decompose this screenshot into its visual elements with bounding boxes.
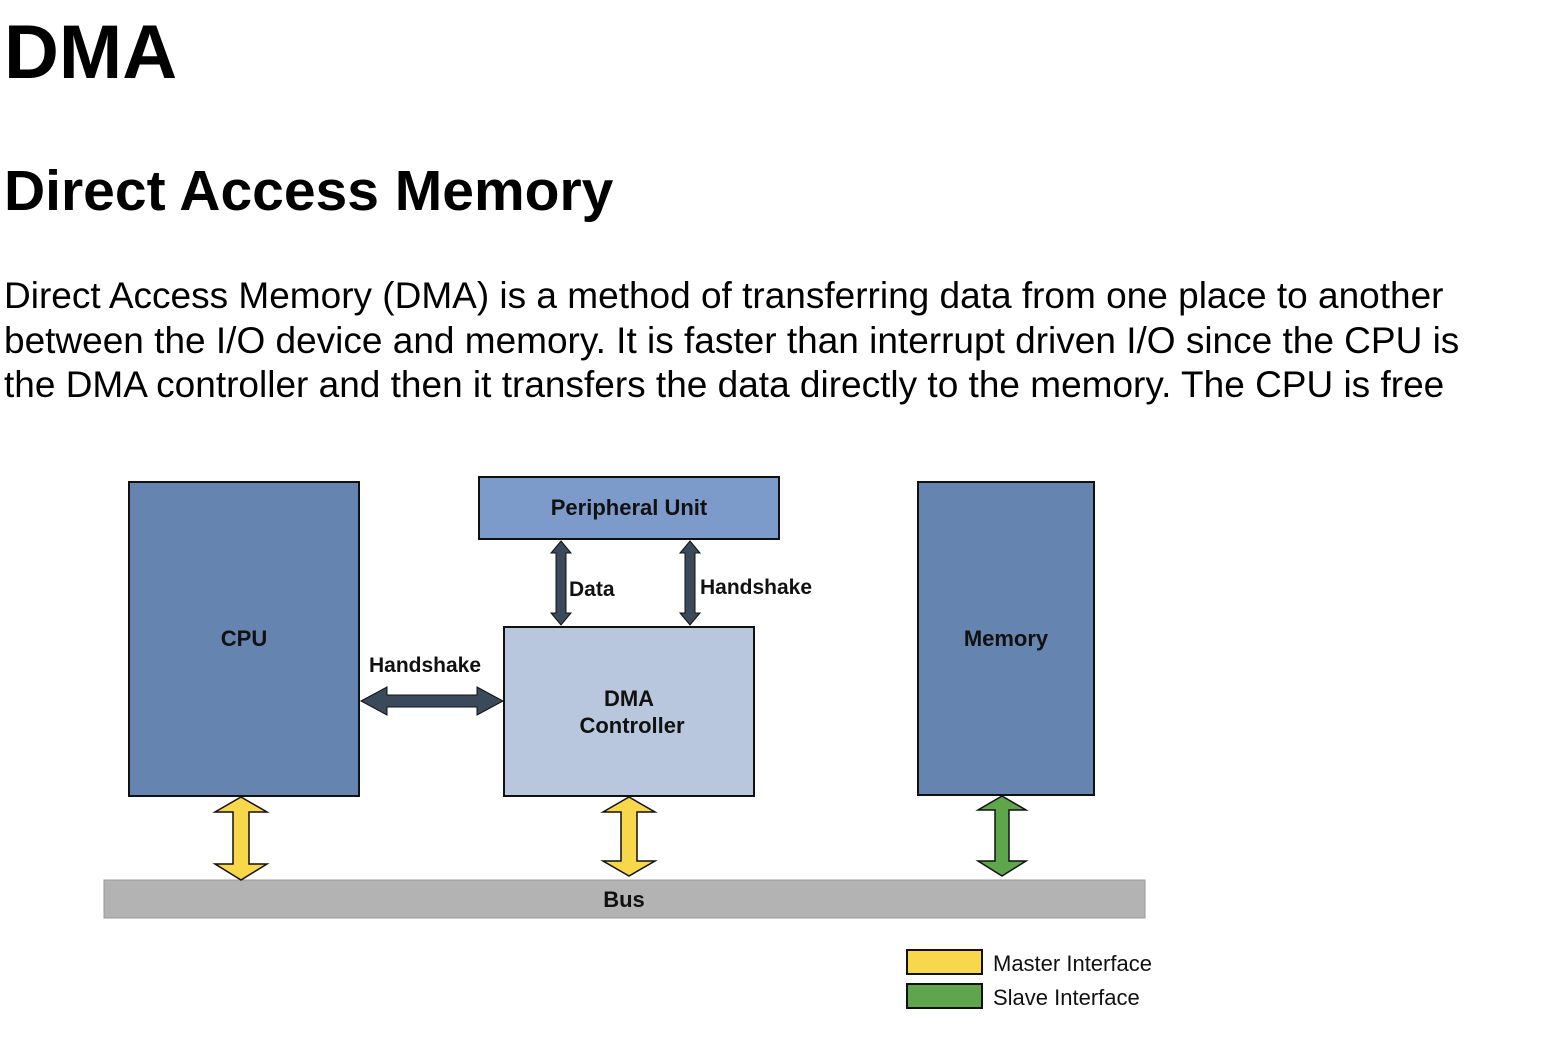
dma-controller-label-line2: Controller xyxy=(579,713,685,738)
paragraph-line: between the I/O device and memory. It is… xyxy=(4,319,1460,361)
memory-label: Memory xyxy=(964,626,1049,651)
peripheral-handshake-arrow xyxy=(678,540,702,626)
peripheral-handshake-label: Handshake xyxy=(700,576,812,599)
cpu-block xyxy=(128,481,360,797)
peripheral-unit-block xyxy=(478,476,780,540)
bus-bar xyxy=(103,879,1146,919)
data-arrow-label: Data xyxy=(569,578,615,601)
cpu-bus-arrow xyxy=(212,796,270,881)
legend-slave-label: Slave Interface xyxy=(993,985,1140,1010)
paragraph-line: Direct Access Memory (DMA) is a method o… xyxy=(4,275,1444,316)
page-subtitle: Direct Access Memory xyxy=(4,159,614,223)
intro-paragraph: Direct Access Memory (DMA) is a method o… xyxy=(4,274,1562,408)
cpu-handshake-label: Handshake xyxy=(369,654,481,677)
memory-block xyxy=(917,481,1095,796)
bus-label: Bus xyxy=(603,887,645,912)
page-title: DMA xyxy=(4,10,178,95)
legend-master-swatch xyxy=(906,949,983,975)
peripheral-unit-label: Peripheral Unit xyxy=(551,495,708,520)
memory-bus-arrow xyxy=(975,795,1029,877)
dma-bus-arrow xyxy=(600,796,658,877)
paragraph-line: the DMA controller and then it transfers… xyxy=(4,364,1445,405)
data-arrow xyxy=(549,540,573,626)
dma-controller-block xyxy=(503,626,755,797)
cpu-label: CPU xyxy=(221,626,267,651)
dma-controller-label-line1: DMA xyxy=(604,686,654,711)
legend-slave-swatch xyxy=(906,983,983,1009)
cpu-handshake-arrow xyxy=(359,686,505,716)
legend-master-label: Master Interface xyxy=(993,951,1152,976)
